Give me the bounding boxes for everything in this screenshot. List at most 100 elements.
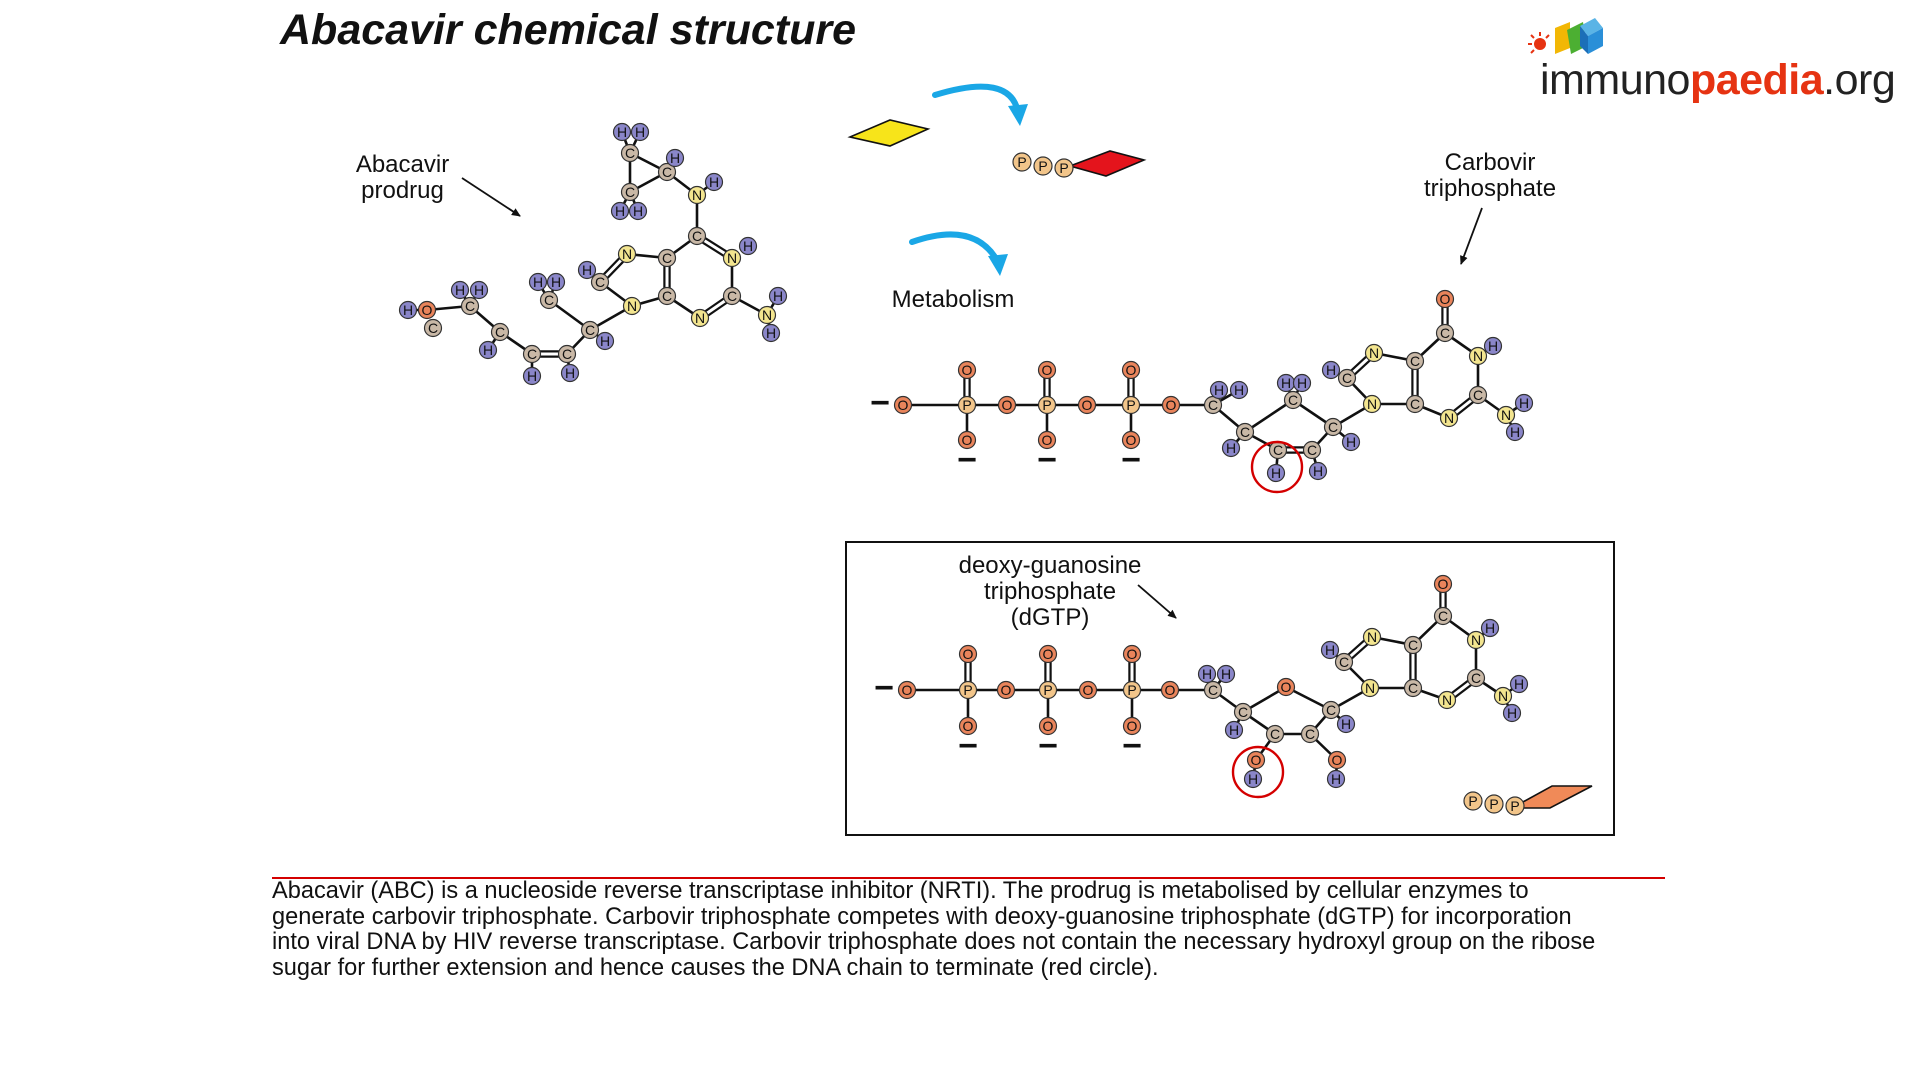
oxygen-atom-ball: [893, 395, 913, 415]
dgtp-oxygen-atom: O: [1246, 750, 1266, 770]
carbovir-oxygen-atom: O: [1435, 289, 1455, 309]
nitrogen-atom-symbol: N: [1444, 410, 1454, 426]
abacavir-hydrogen-atom: H: [528, 272, 548, 292]
phosphate-bead-symbol: P: [1489, 796, 1498, 812]
oxygen-atom-ball: [1121, 360, 1141, 380]
dgtp-hydrogen-atom: H: [1509, 674, 1529, 694]
abacavir-carbon-atom: C: [657, 286, 677, 306]
negative-charge: −: [874, 669, 894, 707]
carbon-atom-symbol: C: [1328, 419, 1338, 435]
hydrogen-atom-symbol: H: [743, 238, 753, 254]
carbon-atom-symbol: C: [1339, 654, 1349, 670]
carbon-atom-ball: [687, 226, 707, 246]
negative-charge: −: [1037, 441, 1057, 479]
abacavir-hydrogen-atom: H: [450, 280, 470, 300]
dgtp-nitrogen-atom: N: [1493, 686, 1513, 706]
carbon-atom-symbol: C: [495, 324, 505, 340]
abacavir-hydrogen-atom: H: [577, 260, 597, 280]
carbovir-carbon-atom: C: [1405, 351, 1425, 371]
oxygen-atom-ball: [1122, 644, 1142, 664]
carbon-atom-symbol: C: [585, 322, 595, 338]
carbon-atom-symbol: C: [1438, 608, 1448, 624]
hydrogen-atom-ball: [528, 272, 548, 292]
hydrogen-atom-symbol: H: [483, 342, 493, 358]
nitrogen-atom-symbol: N: [1369, 345, 1379, 361]
hydrogen-atom-symbol: H: [582, 262, 592, 278]
hydrogen-atom-symbol: H: [1226, 440, 1236, 456]
caption: Abacavir (ABC) is a nucleoside reverse t…: [272, 878, 1672, 981]
nitrogen-atom-ball: [722, 248, 742, 268]
logo-text-immuno: immuno: [1540, 56, 1690, 104]
carbovir-hydrogen-atom: H: [1505, 422, 1525, 442]
yellow-base-shape: [847, 119, 931, 147]
hydrogen-atom-symbol: H: [615, 203, 625, 219]
nitrogen-atom-symbol: N: [727, 250, 737, 266]
carbon-atom-ball: [522, 344, 542, 364]
hydrogen-atom-symbol: H: [1326, 362, 1336, 378]
abacavir-hydrogen-atom: H: [478, 340, 498, 360]
red-base-shape: [1067, 150, 1147, 177]
hydrogen-atom-symbol: H: [1248, 771, 1258, 787]
hydrogen-atom-symbol: H: [1331, 771, 1341, 787]
carbovir-hydrogen-atom: H: [1292, 373, 1312, 393]
phosphorus-atom-ball: [1038, 680, 1058, 700]
ppp-phosphate-bead: P: [1463, 791, 1483, 811]
oxygen-atom-ball: [957, 430, 977, 450]
nitrogen-atom-symbol: N: [762, 307, 772, 323]
dgtp-oxygen-atom: O: [1276, 677, 1296, 697]
nitrogen-atom-ball: [757, 305, 777, 325]
dgtp-hydrogen-atom: H: [1502, 703, 1522, 723]
oxygen-atom-ball: [1077, 395, 1097, 415]
dgtp-hydrogen-atom: H: [1320, 640, 1340, 660]
hydrogen-atom-ball: [761, 323, 781, 343]
hydrogen-atom-symbol: H: [1488, 338, 1498, 354]
prodrug-pointer-arrow: [461, 177, 521, 217]
hydrogen-atom-ball: [1480, 618, 1500, 638]
hydrogen-atom-ball: [665, 148, 685, 168]
negative-charge: −: [957, 441, 977, 479]
phosphorus-atom-symbol: P: [963, 682, 972, 698]
carbovir-bond: [1244, 398, 1294, 434]
hydrogen-atom-ball: [1320, 640, 1340, 660]
nitrogen-atom-symbol: N: [627, 298, 637, 314]
dgtp-hydrogen-atom: H: [1336, 714, 1356, 734]
dgtp-pointer-arrow: [1137, 584, 1177, 619]
carbon-atom-symbol: C: [465, 298, 475, 314]
carbon-atom-ball: [539, 290, 559, 310]
carbon-atom-ball: [1466, 668, 1486, 688]
phosphate-bead-symbol: P: [1059, 160, 1068, 176]
carbon-atom-symbol: C: [428, 320, 438, 336]
phosphorus-atom-symbol: P: [1127, 682, 1136, 698]
carbon-atom-symbol: C: [1305, 726, 1315, 742]
dgtp-carbon-atom: C: [1321, 700, 1341, 720]
negative-charge: −: [1038, 727, 1058, 765]
carbon-atom-symbol: C: [1273, 442, 1283, 458]
hydrogen-atom-ball: [1308, 461, 1328, 481]
abacavir-carbon-atom: C: [687, 226, 707, 246]
phosphorus-atom-symbol: P: [1126, 397, 1135, 413]
oxygen-atom-ball: [957, 360, 977, 380]
hydrogen-atom-symbol: H: [600, 333, 610, 349]
carbon-atom-ball: [1334, 652, 1354, 672]
hydrogen-atom-symbol: H: [1202, 666, 1212, 682]
dgtp-phosphorus-atom: P: [1038, 680, 1058, 700]
abacavir-carbon-atom: C: [657, 162, 677, 182]
hydrogen-atom-ball: [522, 366, 542, 386]
carbovir-oxygen-atom: O: [1077, 395, 1097, 415]
oxygen-atom-symbol: O: [1127, 646, 1138, 662]
oxygen-atom-symbol: O: [962, 362, 973, 378]
label-abacavir-prodrug-line2: prodrug: [361, 177, 444, 204]
hydrogen-atom-symbol: H: [1325, 642, 1335, 658]
abacavir-nitrogen-atom: N: [690, 308, 710, 328]
hydrogen-atom-ball: [1514, 393, 1534, 413]
dgtp-oxygen-atom: O: [1038, 644, 1058, 664]
hydrogen-atom-ball: [1243, 769, 1263, 789]
abacavir-oxygen-atom: O: [417, 300, 437, 320]
dgtp-carbon-atom: C: [1403, 678, 1423, 698]
nitrogen-atom-symbol: N: [1367, 396, 1377, 412]
nitrogen-atom-symbol: N: [1501, 407, 1511, 423]
immunopaedia-logo[interactable]: immunopaedia.org: [1525, 8, 1920, 108]
oxygen-atom-symbol: O: [1165, 682, 1176, 698]
ppp-phosphate-bead: P: [1012, 152, 1032, 172]
